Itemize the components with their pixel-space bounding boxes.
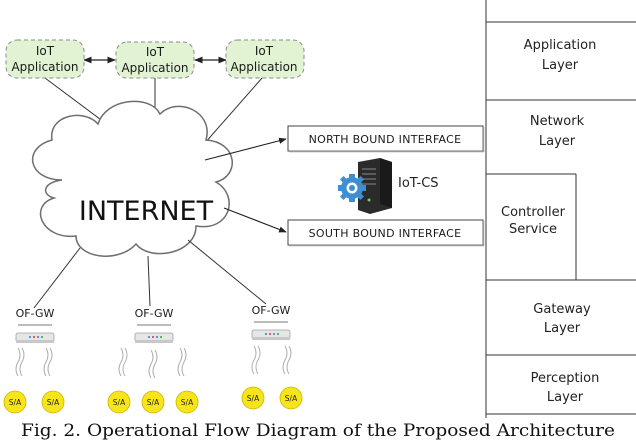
sensor-actuator: S/A: [107, 390, 131, 414]
sensor-actuator: S/A: [41, 390, 65, 414]
iot-application-1: IoT Application: [5, 39, 85, 79]
iot-application-2-line2: Application: [121, 61, 188, 75]
gateway-3-label: OF-GW: [252, 304, 291, 317]
wifi-signal-icon: [118, 347, 187, 379]
sensor-actuator: S/A: [175, 390, 199, 414]
interface-arrows: [204, 137, 287, 233]
gateway-layer-line2: Layer: [544, 321, 581, 336]
wifi-signal-icon: [15, 347, 53, 377]
gateway-connectors: [33, 239, 267, 309]
controller-server: IoT-CS: [338, 158, 439, 214]
sensor-label: S/A: [285, 394, 298, 403]
layer-column: [485, 0, 636, 418]
sensor-actuators: S/A S/A S/A S/A S/A S/A S/A: [3, 386, 303, 414]
gateway-layer: Gateway Layer: [533, 302, 591, 336]
iot-application-3-line2: Application: [230, 60, 297, 74]
controller-service-line1: Controller: [501, 205, 566, 220]
router-icon: [251, 321, 291, 340]
figure-caption: Fig. 2. Operational Flow Diagram of the …: [21, 421, 615, 440]
sensor-actuator: S/A: [241, 386, 265, 410]
iot-application-3-line1: IoT: [255, 44, 274, 58]
iot-application-1-line1: IoT: [36, 44, 55, 58]
network-layer: Network Layer: [530, 114, 585, 149]
internet-label: INTERNET: [79, 196, 214, 227]
router-icon: [134, 324, 174, 343]
sensor-actuator: S/A: [141, 390, 165, 414]
gateway-layer-line1: Gateway: [533, 302, 591, 317]
sensor-label: S/A: [47, 398, 60, 407]
gear-icon: [338, 174, 366, 202]
application-layer-line2: Layer: [542, 58, 579, 73]
sensor-label: S/A: [181, 398, 194, 407]
gateway-2-label: OF-GW: [135, 307, 174, 320]
application-layer-line1: Application: [524, 38, 597, 53]
iot-application-1-line2: Application: [11, 60, 78, 74]
application-layer: Application Layer: [524, 38, 597, 73]
sensor-label: S/A: [147, 398, 160, 407]
gateway-2: OF-GW: [118, 307, 187, 379]
sensor-label: S/A: [113, 398, 126, 407]
iot-application-2: IoT Application: [115, 41, 195, 79]
south-bound-label: SOUTH BOUND INTERFACE: [309, 227, 462, 240]
gateway-3: OF-GW: [251, 304, 292, 375]
network-layer-line2: Layer: [539, 134, 576, 149]
iot-application-2-line1: IoT: [146, 45, 165, 59]
gateway-1-label: OF-GW: [16, 307, 55, 320]
wifi-signal-icon: [251, 345, 292, 375]
south-bound-interface: SOUTH BOUND INTERFACE: [287, 219, 485, 247]
controller-service-line2: Service: [509, 222, 557, 237]
internet-cloud: INTERNET: [32, 100, 233, 257]
iot-application-3: IoT Application: [225, 39, 305, 79]
router-icon: [15, 324, 55, 343]
server-icon: [358, 158, 392, 214]
north-bound-label: NORTH BOUND INTERFACE: [309, 133, 462, 146]
sensor-actuator: S/A: [3, 390, 27, 414]
gateway-1: OF-GW: [15, 307, 55, 377]
network-layer-line1: Network: [530, 114, 585, 129]
sensor-label: S/A: [9, 398, 22, 407]
sensor-actuator: S/A: [279, 386, 303, 410]
controller-service: Controller Service: [501, 205, 566, 237]
perception-layer-line2: Layer: [547, 390, 584, 405]
sensor-label: S/A: [247, 394, 260, 403]
perception-layer-line1: Perception: [531, 371, 600, 386]
north-bound-interface: NORTH BOUND INTERFACE: [287, 125, 485, 153]
controller-label: IoT-CS: [398, 176, 439, 191]
perception-layer: Perception Layer: [531, 371, 600, 405]
